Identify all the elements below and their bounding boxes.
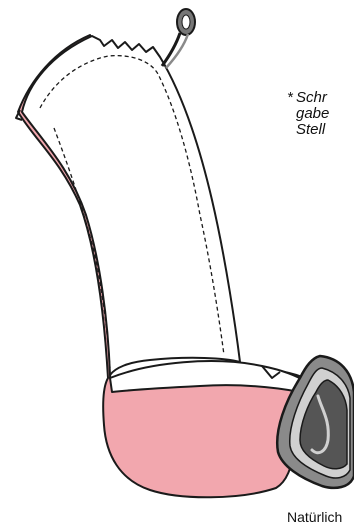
- note-line-2: gabe: [287, 106, 329, 122]
- note-line-1: Schr: [296, 89, 327, 106]
- instruction-note: *Schr gabe Stell: [287, 90, 329, 138]
- footer-text: Natürlich: [287, 509, 342, 523]
- note-line-3: Stell: [287, 122, 329, 138]
- note-marker: *: [287, 90, 296, 106]
- safety-pin-icon: [162, 9, 195, 68]
- white-lining: [22, 36, 240, 375]
